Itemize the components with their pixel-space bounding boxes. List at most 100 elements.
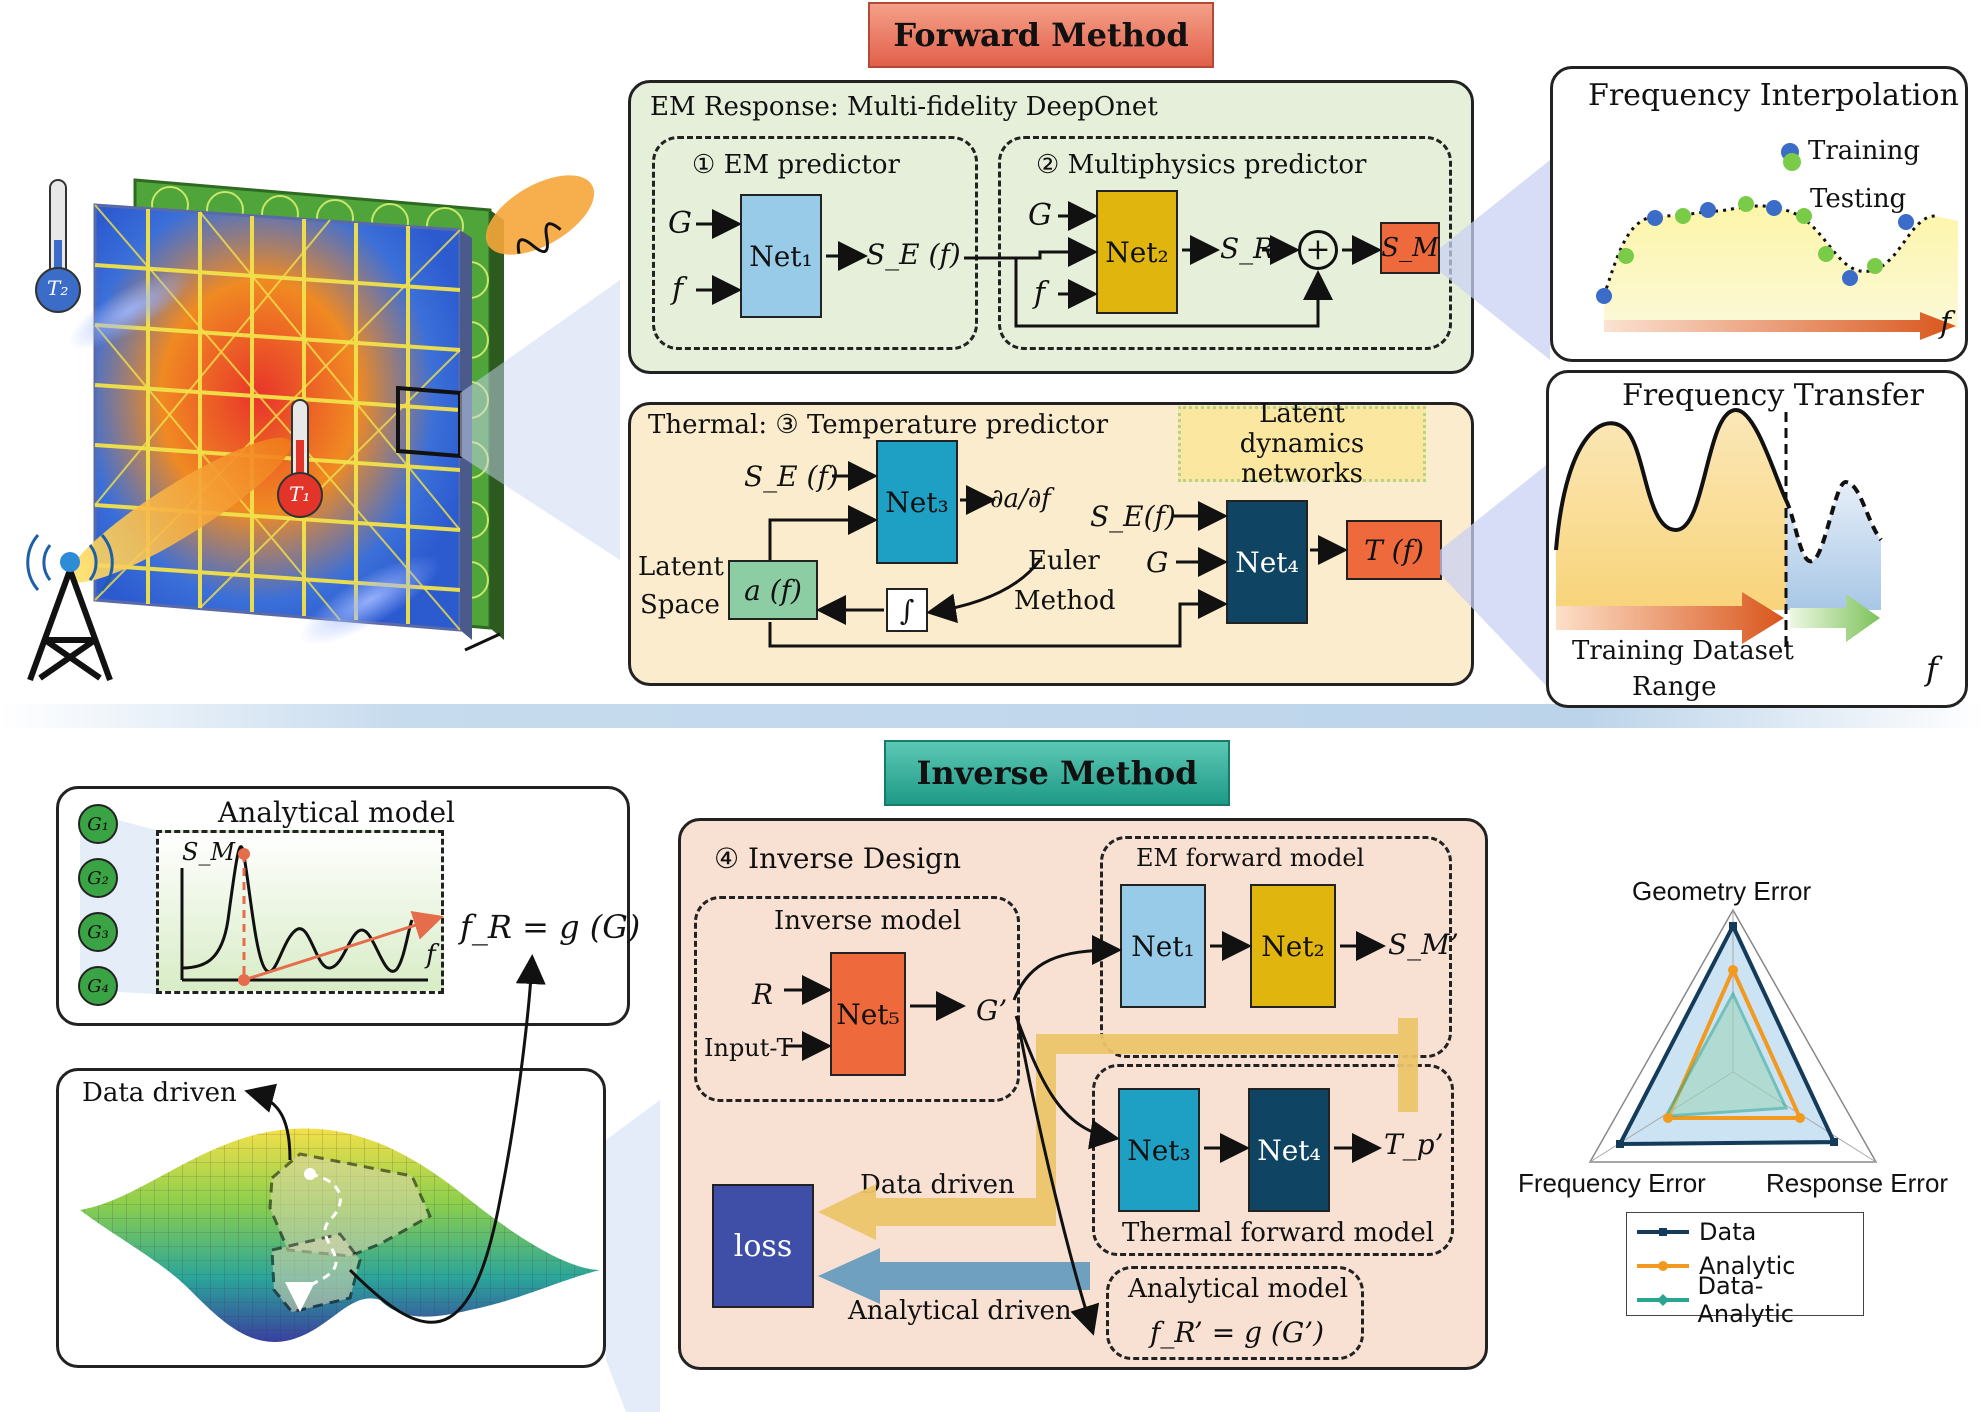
inv-analytical-formula: f_R’ = g (G’) [1150, 1316, 1325, 1349]
net3-block: Net₃ [876, 440, 958, 564]
testing-point [1796, 208, 1812, 224]
em-forward-label: EM forward model [1136, 844, 1365, 872]
training-point [1647, 210, 1663, 226]
latent-label: Latent [638, 552, 724, 582]
transfer-range-line2: Range [1632, 672, 1717, 702]
legend-analytic-label: Analytic [1699, 1252, 1796, 1280]
net1-block: Net₁ [740, 194, 822, 318]
forward-method-title-text: Forward Method [893, 16, 1189, 54]
multiphysics-predictor-label: ② Multiphysics predictor [1036, 150, 1367, 180]
thermometer-t1-icon [277, 399, 323, 518]
analytical-sm-label: S_M [182, 838, 236, 866]
testing-point [1738, 196, 1754, 212]
freq-interp-title: Frequency Interpolation [1588, 78, 1959, 113]
inverse-input-r: R [752, 978, 774, 1011]
mp-input-f: f [1034, 276, 1046, 311]
training-point [1898, 214, 1914, 230]
loss-block: loss [712, 1184, 814, 1308]
mp-input-g: G [1028, 198, 1052, 233]
inverse-method-title: Inverse Method [884, 740, 1230, 806]
inv-net4-block: Net₄ [1248, 1088, 1330, 1212]
em-input-g: G [668, 206, 692, 241]
legend-data: Data [1635, 1215, 1855, 1249]
latent-dynamics-text: Latent dynamics networks [1239, 399, 1365, 489]
t2-label: T₂ [47, 276, 69, 300]
g-label-4: G₄ [87, 975, 109, 997]
testing-legend-dot [1783, 153, 1801, 171]
thermal-forward-label: Thermal forward model [1122, 1218, 1435, 1248]
interp-axis-f: f [1940, 306, 1952, 341]
device-illustration [26, 175, 620, 682]
tp-prime-label: T_p’ [1384, 1128, 1444, 1161]
analytical-driven-arrow-label: Analytical driven [848, 1296, 1072, 1326]
g-circle-2: G₂ [78, 858, 118, 898]
testing-point [1867, 258, 1883, 274]
net1-label: Net₁ [749, 239, 813, 273]
testing-point [1675, 208, 1691, 224]
transfer-plot [1554, 407, 1883, 646]
sm-output-label: S_M [1381, 233, 1439, 263]
inverse-input-t: Input-T [704, 1034, 793, 1062]
em-predictor-label: ① EM predictor [692, 150, 900, 180]
radar-axis-response: Response Error [1766, 1168, 1949, 1198]
section-divider [0, 704, 1984, 728]
inv-analytical-label: Analytical model [1128, 1274, 1349, 1304]
da-df-label: ∂a/∂f [990, 484, 1051, 514]
inverse-method-title-text: Inverse Method [916, 754, 1198, 792]
training-point [1700, 202, 1716, 218]
analytical-plot-frame [156, 830, 444, 994]
legend-data-analytic: Data-Analytic [1635, 1272, 1855, 1328]
g-label-2: G₂ [87, 867, 109, 889]
transfer-range-line1: Training Dataset [1572, 636, 1794, 666]
latent-dynamics-badge: Latent dynamics networks [1178, 399, 1426, 489]
data-driven-title: Data driven [82, 1078, 237, 1108]
zoom-cone-top [460, 280, 620, 560]
testing-point [1818, 246, 1834, 262]
net4-label: Net₄ [1235, 545, 1299, 579]
training-legend: Training [1808, 136, 1921, 166]
radar-axis-frequency: Frequency Error [1518, 1168, 1706, 1198]
thermal-se-f: S_E (f) [744, 460, 839, 493]
training-point [1766, 200, 1782, 216]
inv-net1-block: Net₁ [1120, 884, 1206, 1008]
inv-net4-label: Net₄ [1257, 1133, 1321, 1167]
em-response-title: EM Response: Multi-fidelity DeepOnet [650, 92, 1158, 122]
em-predictor-group [652, 136, 978, 350]
radar-series-analytic [1664, 965, 1804, 1120]
net3-label: Net₃ [885, 485, 949, 519]
inverse-model-group [694, 896, 1020, 1102]
legend-data-marker [1637, 1228, 1689, 1236]
radar-series-data [1616, 921, 1838, 1147]
latent-a-block: a (f) [728, 560, 818, 620]
g-circle-1: G₁ [78, 804, 118, 844]
g-circle-3: G₃ [78, 912, 118, 952]
inverse-model-label: Inverse model [774, 906, 962, 936]
g-label-3: G₃ [87, 921, 109, 943]
radar-axis-geometry: Geometry Error [1632, 876, 1812, 906]
net5-label: Net₅ [836, 997, 900, 1031]
analytical-axis-f: f [426, 940, 436, 970]
tf-output-block: T (f) [1346, 520, 1442, 580]
g-circle-4: G₄ [78, 966, 118, 1006]
radar-legend: Data Analytic Data-Analytic [1626, 1212, 1864, 1328]
thermal-se-f2: S_E(f) [1090, 500, 1176, 533]
analytical-model-title: Analytical model [218, 796, 456, 829]
thermal-g: G [1146, 546, 1169, 579]
inv-net3-label: Net₃ [1127, 1133, 1191, 1167]
net2-label: Net₂ [1105, 235, 1169, 269]
analytical-driven-arrow [818, 1248, 1090, 1304]
t1-label: T₁ [289, 482, 311, 506]
data-driven-arrow-label: Data driven [860, 1170, 1015, 1200]
legend-data-analytic-marker [1637, 1294, 1689, 1306]
g-prime-label: G’ [976, 994, 1008, 1027]
method-label: Method [1014, 586, 1116, 616]
freq-transfer-title: Frequency Transfer [1622, 378, 1924, 413]
legend-analytic-marker [1637, 1261, 1689, 1271]
thermal-title: Thermal: ③ Temperature predictor [648, 410, 1109, 440]
legend-data-label: Data [1699, 1218, 1757, 1246]
